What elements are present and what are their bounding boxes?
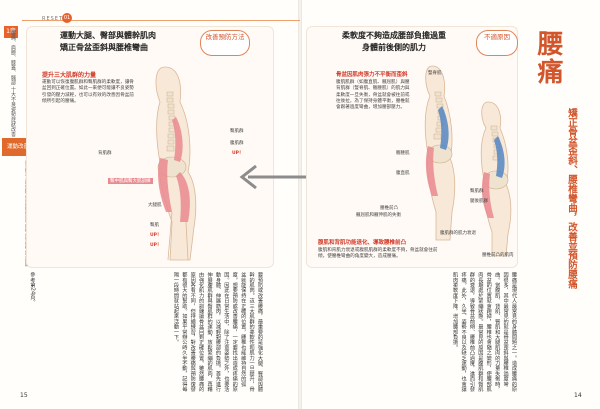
left-figure-panel	[26, 26, 274, 268]
section-number-badge: 01	[62, 13, 72, 23]
right-body-1: 腹肌肌群（如腹直肌、髖屈肌）與腰背肌群（豎脊肌、髂腰肌）的肌力與柔軟度一旦失衡，…	[336, 80, 410, 111]
section-vertical-subtitle: 矯正骨盆歪斜、腰椎彎曲，改善並預防腰痛	[566, 108, 577, 289]
left-page-reference: 參考第24頁。	[29, 272, 36, 305]
right-label-rectus: 腹直肌	[396, 171, 410, 176]
right-article-columns: 腰痛是現代人最常見的身體問題之一。造成腰痛的原因很多，其中最常見的就是骨盆歪斜與…	[452, 272, 517, 392]
right-label-hamstring: 腿後肌群	[470, 199, 488, 204]
reset-label: RESET	[42, 16, 64, 22]
left-label-up2: UP！	[150, 233, 162, 238]
book-gutter	[298, 0, 302, 409]
left-page-number: 15	[20, 392, 28, 399]
chapter-tab: 1章	[4, 26, 18, 38]
right-red-heading-1: 骨盆因肌肉張力不平衡而歪斜	[336, 72, 408, 78]
right-title-line2: 身體前後側的肌力	[362, 43, 426, 52]
section-big-title: 腰痛	[533, 30, 563, 86]
right-label-gluteal: 臀肌群	[470, 189, 484, 194]
left-method-tag: 改善預防方法	[200, 30, 250, 56]
left-red-heading: 提升三大肌群的力量	[42, 72, 97, 79]
left-label-up3: UP！	[150, 243, 162, 248]
right-body-figure-2	[480, 101, 512, 257]
left-label-up1: UP！	[232, 151, 244, 156]
left-label-glute: 臀肌	[150, 223, 159, 228]
left-label-center: 臀中肌與臀大肌訓練	[108, 178, 153, 184]
left-article-columns: 要預防或改善腰痛，最重要的是強化大腿、臀部與體幹的肌肉。這三大肌群的柔軟性和肌力…	[172, 272, 263, 392]
right-label-lordosis: 腰椎前凸	[380, 206, 398, 211]
left-label-back: 背肌群	[98, 151, 112, 156]
sidebar-vertical-text: 腰痛、肩膀、膝蓋、髖部 十大不良姿勢症狀改善	[10, 30, 16, 137]
right-body-2: 腹肌和背肌力衰退或腹肌肌群的柔軟度不夠，骨盆就會往前傾，使腰椎彎曲的角度變大，造…	[318, 248, 438, 260]
right-body-figure-1	[424, 65, 456, 241]
right-red-heading-2: 腹肌和背肌功能退化、導致腰椎前凸	[318, 240, 407, 246]
left-body-figure	[155, 66, 197, 261]
page-header: 1章 RESET 01	[0, 13, 600, 38]
left-label-gluteal: 臀肌群	[230, 129, 244, 134]
right-label-decline: 腹肌群的肌力衰退	[440, 231, 476, 236]
right-page-number: 14	[574, 392, 582, 399]
right-title-line1: 柔軟度不夠造成腰部負擔過重	[342, 31, 446, 40]
left-label-abdominal: 腹肌群	[230, 141, 244, 146]
left-body-paragraph: 運動可以恢復腹肌群和臀肌群的柔軟度，讓骨盆回到正確位置。如此一來便可能讓不良姿勢…	[42, 80, 134, 104]
header-rule	[22, 20, 300, 21]
left-title-line2: 矯正骨盆歪斜與腰椎彎曲	[60, 43, 148, 52]
right-label-erector: 豎脊肌	[428, 71, 442, 76]
right-label-lordosis-muscle: 腰椎前凸的肌肉	[482, 253, 514, 258]
left-label-thigh: 大腿肌	[148, 203, 162, 208]
right-label-imbalance: 髖屈肌和髖伸肌的失衡	[356, 213, 401, 218]
left-title-line1: 運動大腿、臀部與體幹肌肉	[60, 31, 156, 40]
right-label-iliopsoas: 髂腰肌	[396, 151, 410, 156]
right-cause-tag: 不適原因	[476, 30, 518, 56]
